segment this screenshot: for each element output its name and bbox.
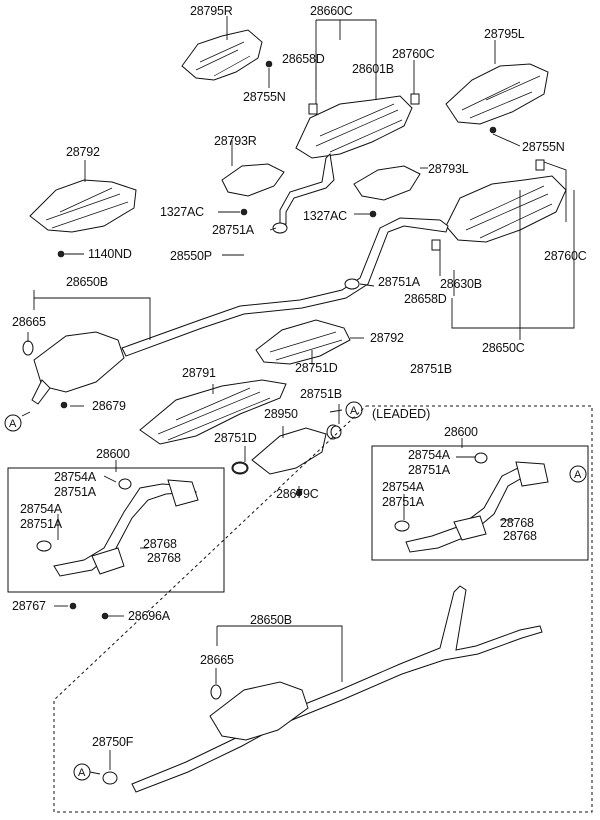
- heat-shield-28793r: [221, 163, 285, 197]
- part-label-28650b-lower: 28650B: [250, 613, 292, 627]
- part-label-28630b: 28630B: [440, 277, 482, 291]
- fasteners: [22, 60, 545, 785]
- part-label-28751a-main-2: 28751A: [20, 517, 63, 531]
- part-label-28793l: 28793L: [428, 162, 469, 176]
- part-label-28755n-right: 28755N: [522, 140, 565, 154]
- part-label-28696a: 28696A: [128, 609, 171, 623]
- part-label-1327ac-right: 1327AC: [303, 209, 347, 223]
- part-label-28754a-leaded-2: 28754A: [382, 480, 425, 494]
- leaded-variant-dashed-boundary: [53, 405, 593, 813]
- muffler-28650b: [31, 331, 125, 405]
- leader-lines: [21, 16, 575, 775]
- part-label-28600-main: 28600: [96, 447, 130, 461]
- part-label-28768-main-2: 28768: [147, 551, 181, 565]
- svg-text:A: A: [9, 418, 17, 430]
- part-label-28791: 28791: [182, 366, 216, 380]
- part-label-28795r: 28795R: [190, 4, 233, 18]
- svg-text:A: A: [350, 405, 358, 417]
- part-label-28658d-mid: 28658D: [404, 292, 447, 306]
- part-label-28754a-main-1: 28754A: [54, 470, 97, 484]
- heat-shield-28795r: [181, 29, 263, 81]
- leaded-section-label: (LEADED): [372, 407, 430, 421]
- part-label-28760c-top: 28760C: [392, 47, 435, 61]
- ref-marker-a-1: A: [4, 414, 22, 432]
- front-pipe-28600: [53, 479, 199, 577]
- part-label-28650b-upper: 28650B: [66, 275, 108, 289]
- heat-shield-28792-middle: [255, 319, 351, 365]
- part-label-28550p: 28550P: [170, 249, 212, 263]
- front-pipe-28600-leaded: [405, 461, 549, 553]
- part-label-28754a-main-2: 28754A: [20, 502, 63, 516]
- part-label-28751b-right: 28751B: [410, 362, 452, 376]
- heat-shield-28795l: [445, 63, 549, 125]
- ref-marker-a-3: A: [569, 465, 587, 483]
- part-label-28768-main-1: 28768: [143, 537, 177, 551]
- heat-shield-28792-left: [29, 179, 137, 233]
- part-label-28760c-right: 28760C: [544, 249, 587, 263]
- part-label-28792-middle: 28792: [370, 331, 404, 345]
- part-label-28768-leaded-1: 28768: [500, 516, 534, 530]
- part-label-28650c: 28650C: [482, 341, 525, 355]
- svg-text:A: A: [574, 469, 582, 481]
- heat-shield-28793l: [353, 165, 421, 201]
- part-label-28792-left: 28792: [66, 145, 100, 159]
- part-label-28750f: 28750F: [92, 735, 134, 749]
- part-label-28601b: 28601B: [352, 62, 394, 76]
- part-label-28665-lower: 28665: [200, 653, 234, 667]
- part-label-28751a-upper: 28751A: [212, 223, 255, 237]
- heat-shield-28791: [139, 379, 287, 445]
- ref-marker-a-4: A: [73, 763, 91, 781]
- svg-text:A: A: [78, 767, 86, 779]
- part-label-28679: 28679: [92, 399, 126, 413]
- part-label-28767: 28767: [12, 599, 46, 613]
- part-label-28679c: 28679C: [276, 487, 319, 501]
- ref-marker-a-2: A: [345, 401, 363, 419]
- part-label-28751a-main-1: 28751A: [54, 485, 97, 499]
- catalytic-converter-28650c: [445, 175, 567, 243]
- leaded-front-pipe-group-box: [371, 445, 589, 561]
- part-label-28950: 28950: [264, 407, 298, 421]
- part-label-28600-leaded: 28600: [444, 425, 478, 439]
- part-label-1327ac-left: 1327AC: [160, 205, 204, 219]
- part-label-1140nd: 1140ND: [88, 247, 132, 261]
- part-label-28754a-leaded-1: 28754A: [408, 448, 451, 462]
- part-label-28665-upper: 28665: [12, 315, 46, 329]
- part-label-28795l: 28795L: [484, 27, 525, 41]
- part-label-28755n-left: 28755N: [243, 90, 286, 104]
- catalytic-converter-28660c: [279, 95, 413, 225]
- part-label-28660c: 28660C: [310, 4, 353, 18]
- part-label-28751b-mid: 28751B: [300, 387, 342, 401]
- part-label-28751a-mid: 28751A: [378, 275, 421, 289]
- part-label-28751d-upper: 28751D: [295, 361, 338, 375]
- part-label-28658d-top: 28658D: [282, 52, 325, 66]
- part-label-28768-leaded-2: 28768: [503, 529, 537, 543]
- part-label-28751d-lower: 28751D: [214, 431, 257, 445]
- part-label-28751a-leaded-1: 28751A: [408, 463, 451, 477]
- exhaust-system-leaded-lower: [131, 585, 543, 793]
- part-label-28751a-leaded-2: 28751A: [382, 495, 425, 509]
- center-pipe: [121, 217, 449, 357]
- part-label-28793r: 28793R: [214, 134, 257, 148]
